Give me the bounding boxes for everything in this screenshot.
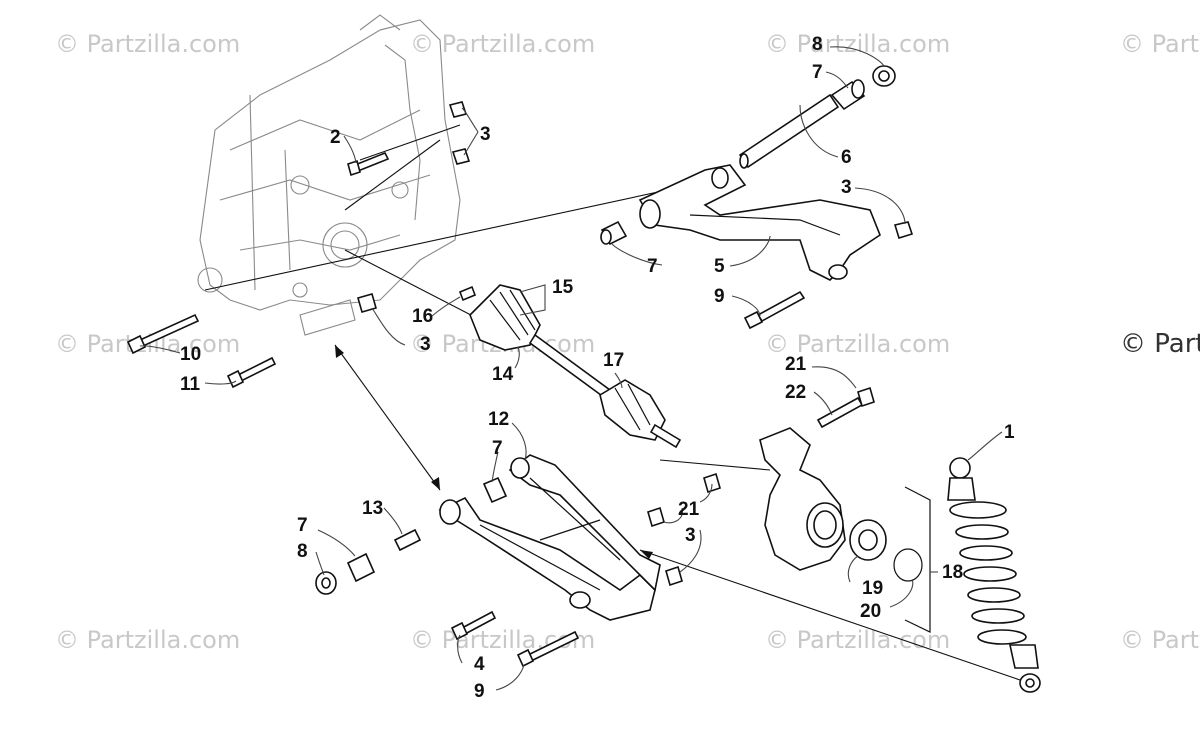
watermark: © Partzilla.com [55, 30, 240, 58]
part-bolt-short [226, 356, 277, 389]
callout-18: 18 [942, 562, 963, 583]
callout-2: 2 [330, 127, 341, 148]
callout-21: 21 [785, 354, 807, 375]
callout-6: 6 [841, 147, 852, 168]
leader-lines [139, 46, 1003, 691]
part-knuckle-nut [703, 472, 721, 494]
part-pin-lower [393, 528, 422, 552]
callout-5: 5 [714, 256, 725, 277]
watermark: © Partzilla.com [55, 626, 240, 654]
part-bushing-lower-1 [482, 476, 508, 504]
part-bolt-lower-1 [450, 610, 497, 641]
part-circlip [893, 548, 923, 582]
callout-8: 8 [297, 541, 308, 562]
watermark: © Partzilla.com [1120, 30, 1200, 58]
part-upper-a-arm [638, 164, 881, 281]
part-nut-lower-2 [665, 565, 683, 587]
callout-15: 15 [552, 277, 574, 298]
callout-7: 7 [647, 256, 658, 277]
callout-1: 1 [1004, 422, 1015, 443]
watermark: © Partzilla.com [765, 30, 950, 58]
part-bolt-lower-2 [516, 630, 580, 668]
callout-7: 7 [492, 438, 503, 459]
callout-11: 11 [180, 374, 201, 395]
part-lower-a-arm [438, 454, 661, 621]
callout-9: 9 [714, 286, 725, 307]
watermark: © Partzilla.com [765, 330, 950, 358]
watermark: © Partzilla.com [765, 626, 950, 654]
callout-14: 14 [492, 364, 514, 385]
part-bushing-lower-2 [346, 552, 376, 583]
callout-19: 19 [862, 578, 883, 599]
callout-21: 21 [678, 499, 700, 520]
part-clip [458, 285, 477, 302]
bracket-shock-group [904, 486, 931, 633]
callout-8: 8 [812, 34, 823, 55]
callout-17: 17 [603, 350, 624, 371]
callout-9: 9 [474, 681, 485, 702]
callout-22: 22 [785, 382, 806, 403]
part-bolt-upper-arm [743, 290, 806, 330]
part-seal-lower [315, 571, 337, 595]
part-bearing [849, 519, 887, 561]
callout-3: 3 [420, 334, 431, 355]
callout-12: 12 [488, 409, 509, 430]
part-shock-absorber [947, 457, 1041, 693]
callout-10: 10 [180, 344, 201, 365]
watermark-edge: © Partz [1120, 329, 1200, 359]
callouts: 8 7 6 3 7 5 9 2 3 3 10 11 16 15 14 17 21… [180, 34, 1015, 702]
part-nut-frame-1 [448, 101, 468, 118]
callout-3: 3 [480, 124, 491, 145]
callout-20: 20 [860, 601, 881, 622]
part-bolt-frame [347, 151, 390, 177]
callout-4: 4 [474, 654, 485, 675]
part-inner-cv-joint [469, 284, 541, 351]
part-bushing-upper [830, 79, 866, 111]
part-bushing-left-upper [600, 220, 628, 246]
part-knuckle [759, 427, 846, 571]
part-pin [738, 93, 840, 169]
callout-13: 13 [362, 498, 383, 519]
part-nut-frame-3 [357, 293, 377, 313]
reference-lines [204, 124, 1021, 681]
part-bolt-long [126, 313, 200, 355]
part-seal-upper [872, 65, 896, 87]
part-nut-upper-right [893, 221, 914, 239]
watermark: © Partzilla.com [1120, 626, 1200, 654]
callout-3: 3 [685, 525, 696, 546]
part-axle [528, 333, 682, 449]
part-knuckle-bolt [816, 386, 875, 429]
callout-3: 3 [841, 177, 852, 198]
callout-16: 16 [412, 306, 433, 327]
watermark: © Partzilla.com [410, 30, 595, 58]
chassis-frame [197, 14, 461, 336]
callout-7: 7 [812, 62, 823, 83]
part-nut-lower [647, 506, 665, 528]
callout-7: 7 [297, 515, 308, 536]
